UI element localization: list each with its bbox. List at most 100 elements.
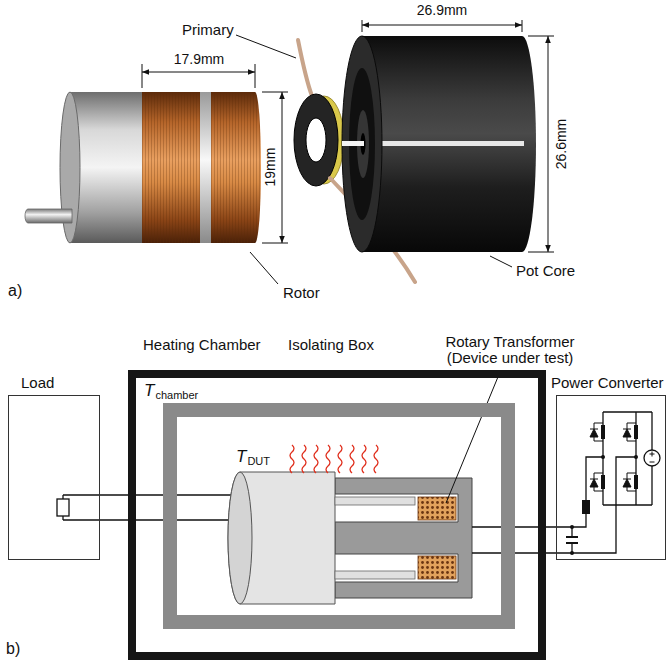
diode-symbol	[623, 423, 636, 441]
rotor-photo	[25, 92, 261, 243]
heat-wave	[314, 445, 318, 473]
capacitor-symbol	[566, 536, 578, 538]
extension-line	[262, 92, 288, 93]
power-converter-box: Power Converter	[556, 395, 666, 560]
dimension-line	[548, 36, 549, 252]
heat-wave	[350, 445, 354, 473]
rotor-arm	[335, 497, 415, 505]
part-label: Primary	[182, 21, 234, 38]
plus-sign	[652, 452, 653, 457]
leader-line	[236, 35, 296, 58]
rotor-band	[200, 92, 211, 243]
pot-core-section	[335, 478, 472, 598]
dimension-label: 19mm	[262, 148, 278, 187]
primary-wire	[298, 40, 312, 96]
switches	[570, 423, 638, 555]
winding	[418, 497, 456, 520]
switch-symbol	[634, 475, 638, 489]
heat-wave	[374, 445, 378, 473]
diode-symbol	[623, 473, 636, 491]
junction-dot	[601, 455, 605, 459]
inductor-symbol	[582, 500, 590, 514]
winding-turns	[142, 92, 261, 243]
wire	[651, 412, 652, 450]
rotor-cap	[70, 92, 142, 243]
panel-label: b)	[6, 640, 20, 658]
minus-sign	[650, 462, 655, 463]
node-heading: Load	[21, 374, 54, 391]
load-wiring	[57, 495, 231, 520]
node-heading: Power Converter	[551, 374, 664, 391]
subscript: chamber	[155, 389, 198, 402]
rotor-face	[228, 472, 252, 604]
pot-core-body	[362, 36, 536, 252]
switch-symbol	[634, 425, 638, 439]
part-label: Rotary Transformer (Device under test)	[425, 334, 595, 366]
dimension-label: 17.9mm	[174, 51, 225, 67]
extension-line	[528, 36, 554, 37]
dimension-line	[142, 72, 255, 73]
heat-wave	[362, 445, 366, 473]
dimension-line	[362, 25, 522, 26]
node-heading: Isolating Box	[288, 336, 374, 353]
heat-wave	[290, 445, 294, 473]
heat-wave	[326, 445, 330, 473]
switch-symbol	[601, 425, 605, 439]
wire	[651, 466, 652, 505]
heat-wave	[302, 445, 306, 473]
node-heading: Heating Chamber	[143, 336, 261, 353]
junction-dot	[634, 455, 638, 459]
extension-line	[528, 252, 554, 253]
extension-line	[522, 20, 523, 32]
wire	[63, 519, 229, 520]
panel-label: a)	[8, 282, 22, 300]
leader-line	[490, 256, 512, 267]
switch-symbol	[601, 475, 605, 489]
resistor-symbol	[57, 499, 69, 516]
rotor-shaft	[25, 209, 72, 223]
heating-chamber: Heating ChamberTchamberIsolating BoxTDUT	[128, 370, 546, 660]
dimension-label: 26.9mm	[417, 2, 468, 18]
converter-circuit	[472, 412, 660, 553]
pot-core-photo	[342, 36, 536, 252]
part-label: Pot Core	[516, 262, 575, 279]
diode-symbol	[590, 473, 603, 491]
rotary-transformer-section	[228, 472, 472, 604]
isolating-box: Isolating BoxTDUT	[163, 403, 515, 629]
capacitor-symbol	[566, 542, 578, 544]
extension-line	[142, 64, 143, 88]
dimension-lines	[142, 20, 554, 284]
wire	[472, 457, 603, 527]
pot-core-slot	[362, 141, 524, 146]
rotor-arm	[335, 571, 415, 579]
symbol-letter: T	[144, 381, 154, 401]
dimension-label: 26.6mm	[553, 119, 569, 170]
rotor-winding	[142, 92, 261, 243]
extension-line	[362, 20, 363, 32]
heat-wave	[338, 445, 342, 473]
subscript: DUT	[247, 455, 270, 468]
rail	[603, 411, 652, 412]
source-symbol	[644, 450, 660, 466]
load-box: Load	[8, 395, 100, 560]
extension-line	[262, 243, 288, 244]
symbol-letter: T	[236, 447, 246, 467]
part-label: Rotor	[283, 284, 320, 301]
junction-dot	[570, 551, 574, 555]
diode-symbol	[590, 423, 603, 441]
pot-core-face	[342, 36, 382, 252]
junction-dot	[570, 525, 574, 529]
primary-ring	[294, 94, 338, 186]
wire	[63, 494, 231, 495]
pot-core-slot	[342, 141, 364, 146]
dimension-line	[282, 92, 283, 243]
heat-waves	[290, 445, 378, 473]
winding	[418, 556, 456, 579]
leader-line	[446, 372, 500, 503]
rail	[603, 504, 652, 505]
extension-line	[255, 64, 256, 88]
primary-hole	[306, 118, 326, 162]
